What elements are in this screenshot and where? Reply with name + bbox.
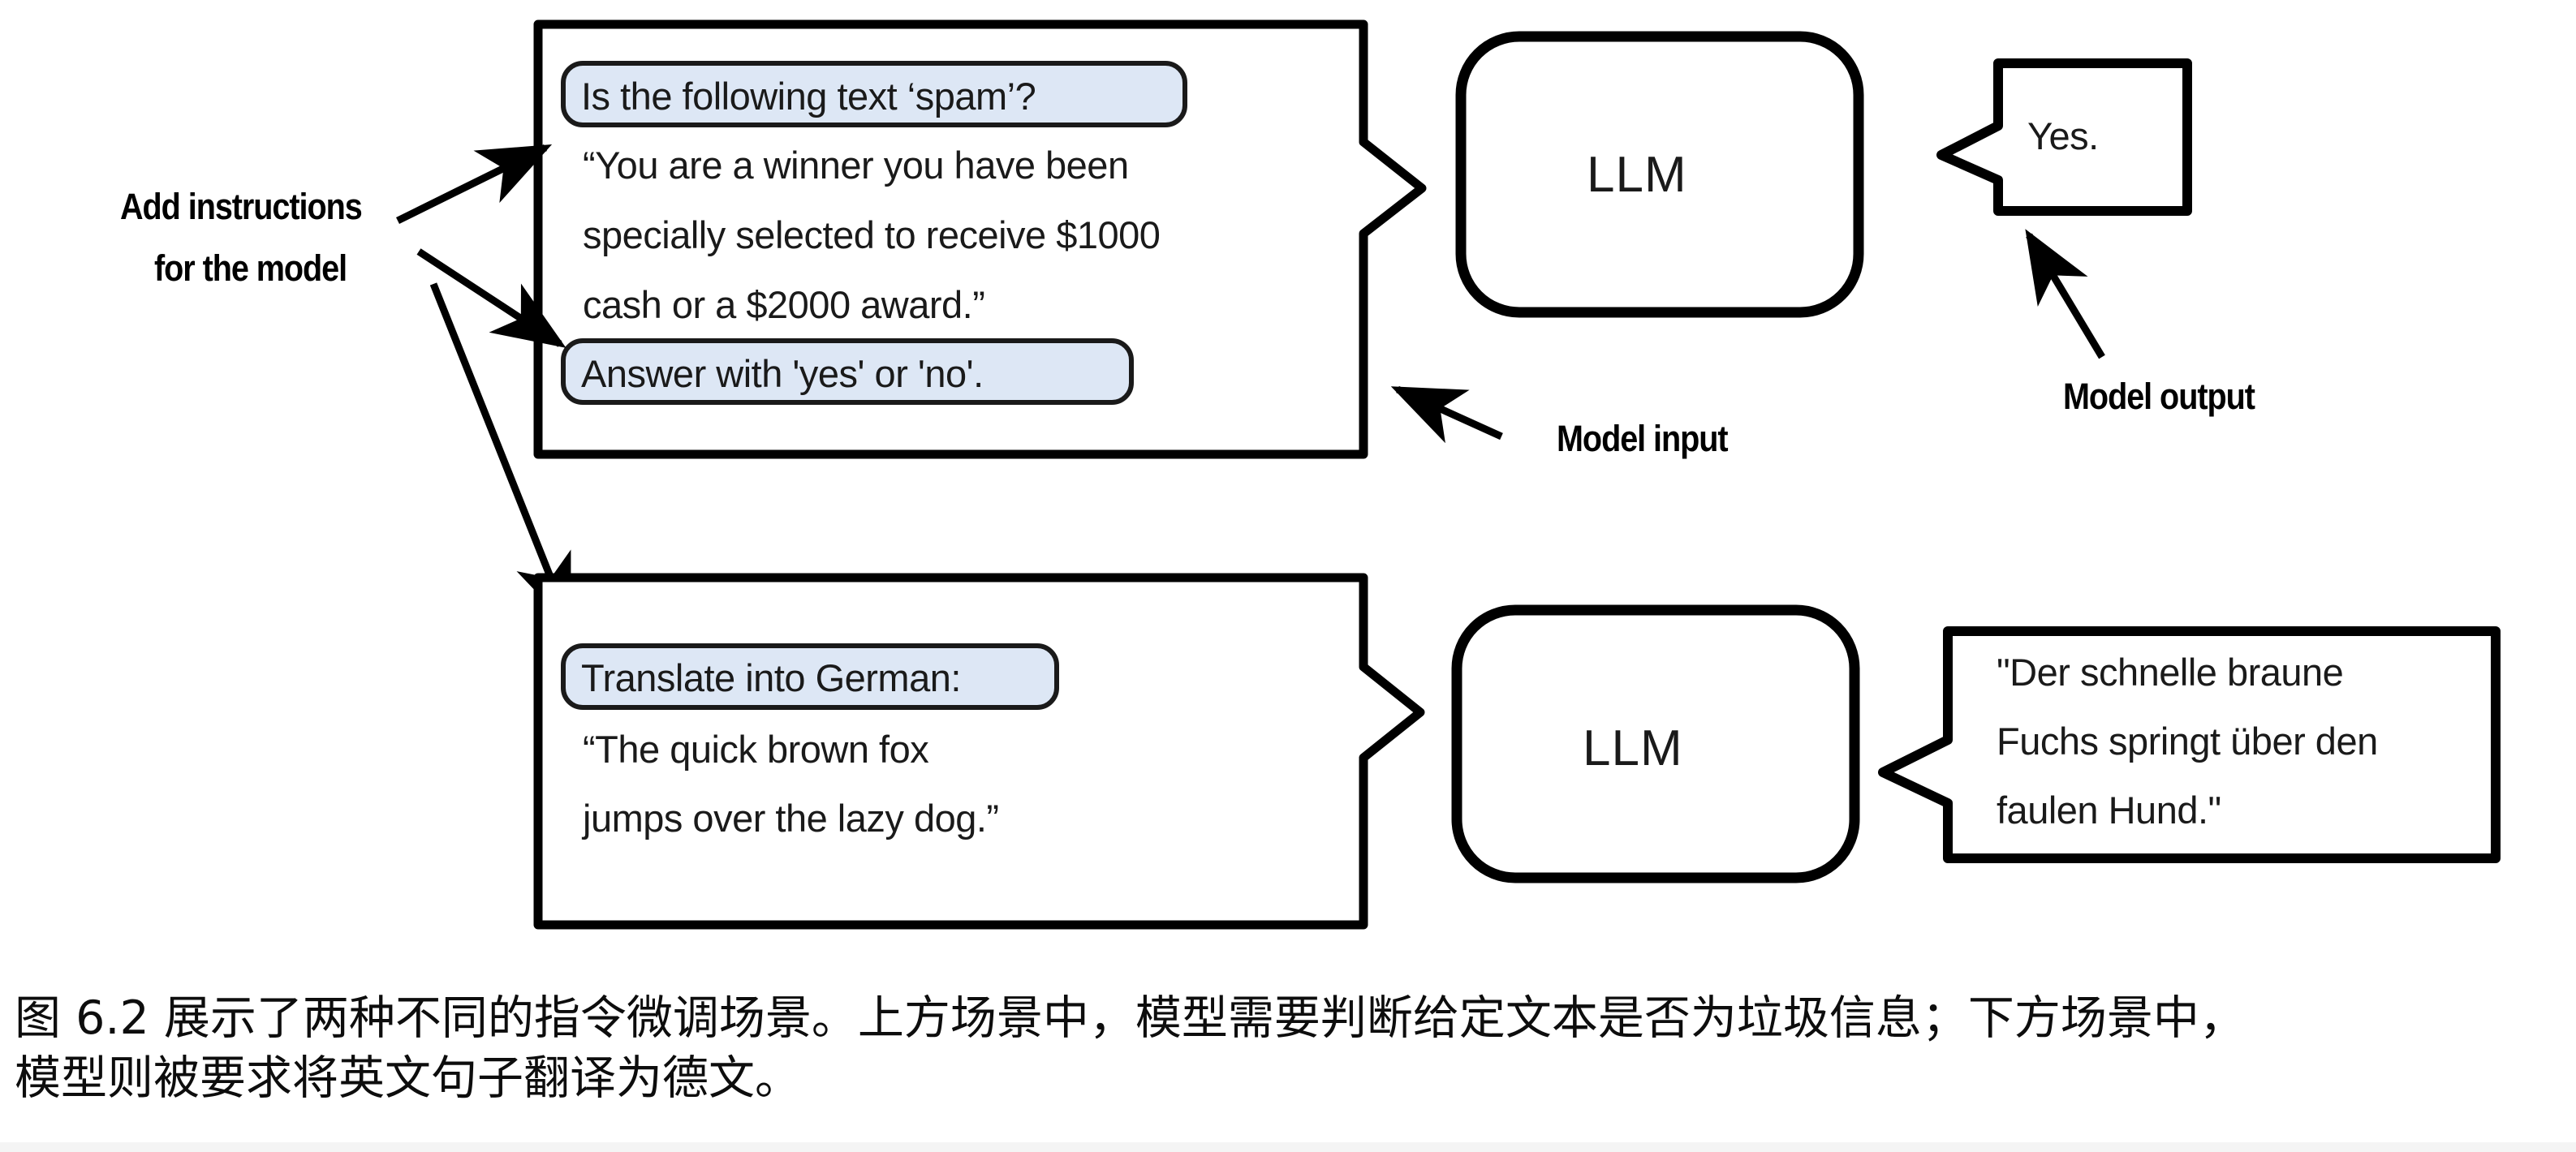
diagram-canvas [396, 19, 2501, 930]
annotation-model-input: Model input [1557, 418, 1729, 459]
arrow-model-output [2025, 229, 2105, 359]
arrow-model-input [1390, 385, 1503, 444]
page-bottom-rule [0, 1142, 2576, 1152]
model-output-german-line-2: Fuchs springt über den [1997, 720, 2378, 763]
arrow-add-instructions-to-bottom-chip [416, 248, 566, 348]
instruction-chip-spam-question-label: Is the following text ‘spam’? [581, 75, 1036, 118]
model-output-german-line-1: "Der schnelle braune [1997, 651, 2344, 694]
arrow-add-instructions-to-translate-chip [429, 282, 572, 629]
instruction-chip-translate-label: Translate into German: [581, 656, 961, 699]
model-input-body-line-1: “You are a winner you have been [583, 144, 1129, 187]
model-input-body-line-3: cash or a $2000 award.” [583, 283, 985, 326]
model-output-bubble-yes [1936, 58, 2192, 216]
instruction-chip-spam-question [561, 61, 1187, 127]
model-output-bubble-german [1878, 626, 2501, 863]
annotation-add-instructions-line2: for the model [154, 247, 347, 289]
llm-label-spam: LLM [1587, 147, 1687, 203]
figure-caption: 图 6.2 展示了两种不同的指令微调场景。上方场景中，模型需要判断给定文本是否为… [15, 988, 2563, 1108]
model-input-body-line-2: specially selected to receive $1000 [583, 213, 1161, 256]
instruction-chip-answer-format [561, 338, 1134, 405]
instruction-chip-answer-format-label: Answer with 'yes' or 'no'. [581, 352, 984, 395]
model-input-translate-body-line-1: “The quick brown fox [583, 728, 929, 771]
model-input-translate-body-line-2: jumps over the lazy dog.” [583, 797, 999, 840]
model-output-german-line-3: faulen Hund." [1997, 789, 2221, 832]
instruction-chip-translate [561, 643, 1059, 710]
llm-label-translate: LLM [1583, 720, 1683, 776]
annotation-add-instructions-line1: Add instructions [120, 186, 363, 227]
arrow-add-instructions-to-top-chip [396, 144, 553, 225]
caption-line-1: 图 6.2 展示了两种不同的指令微调场景。上方场景中，模型需要判断给定文本是否为… [15, 991, 2246, 1045]
model-output-text-yes: Yes. [2027, 114, 2099, 157]
llm-box-spam [1455, 31, 1864, 318]
caption-line-2: 模型则被要求将英文句子翻译为德文。 [15, 1051, 801, 1106]
annotation-model-output: Model output [2063, 376, 2255, 417]
llm-box-translate [1451, 604, 1860, 883]
